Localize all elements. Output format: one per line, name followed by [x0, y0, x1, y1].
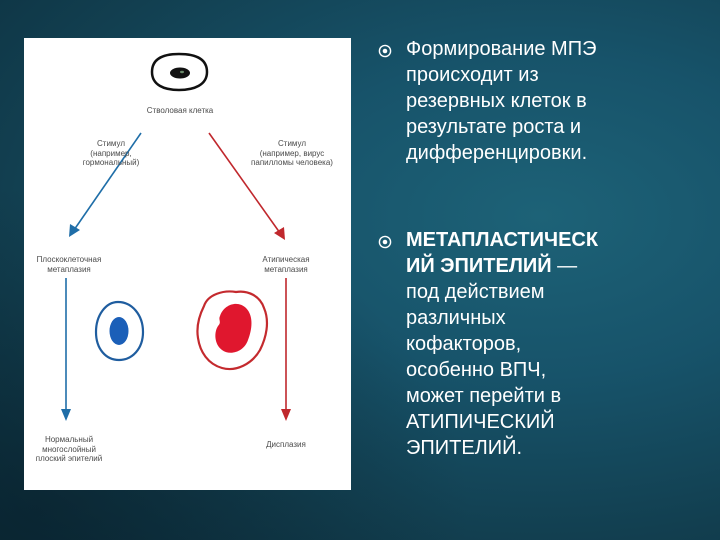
target-bullet-icon [378, 44, 392, 58]
squamous-metaplasia-cell [94, 300, 145, 362]
left-stimulus-label: Стимул (например, гормональный) [82, 139, 140, 167]
bullet-2-bold-text: МЕТАПЛАСТИЧЕСК ИЙ ЭПИТЕЛИЙ [406, 229, 599, 277]
lower-left-arrow [61, 278, 71, 421]
lower-right-arrow [281, 278, 291, 421]
atypical-metaplasia-label: Атипическая метаплазия [262, 255, 310, 274]
bullet-2-heading: МЕТАПЛАСТИЧЕСК ИЙ ЭПИТЕЛИЙ — [406, 227, 706, 279]
normal-epithelium-label: Нормальный многослойный плоский эпителий [35, 435, 103, 463]
diagram-graphics [61, 52, 291, 421]
right-arrow [208, 132, 285, 240]
bullet-2-text: под действием различных кофакторов, особ… [406, 281, 562, 459]
metaplasia-diagram: Стволовая клетка Стимул (например, гормо… [24, 38, 351, 490]
bullet-2-dash: — [551, 255, 578, 277]
stem-cell-nucleus [170, 67, 190, 79]
right-stimulus-label: Стимул (например, вирус папилломы челове… [251, 139, 333, 167]
atypical-metaplasia-cell [196, 290, 269, 371]
normal-cell-nucleus [109, 317, 129, 345]
dysplasia-label: Дисплазия [266, 440, 306, 449]
bullet-1-text: Формирование МПЭ происходит из резервных… [406, 38, 597, 164]
squamous-metaplasia-label: Плоскоклеточная метаплазия [36, 255, 102, 274]
atypical-cell-nucleus [215, 303, 252, 353]
target-bullet-icon [378, 235, 392, 249]
left-arrow [69, 132, 142, 237]
stem-cell [150, 52, 209, 92]
stem-cell-label: Стволовая клетка [146, 106, 214, 115]
